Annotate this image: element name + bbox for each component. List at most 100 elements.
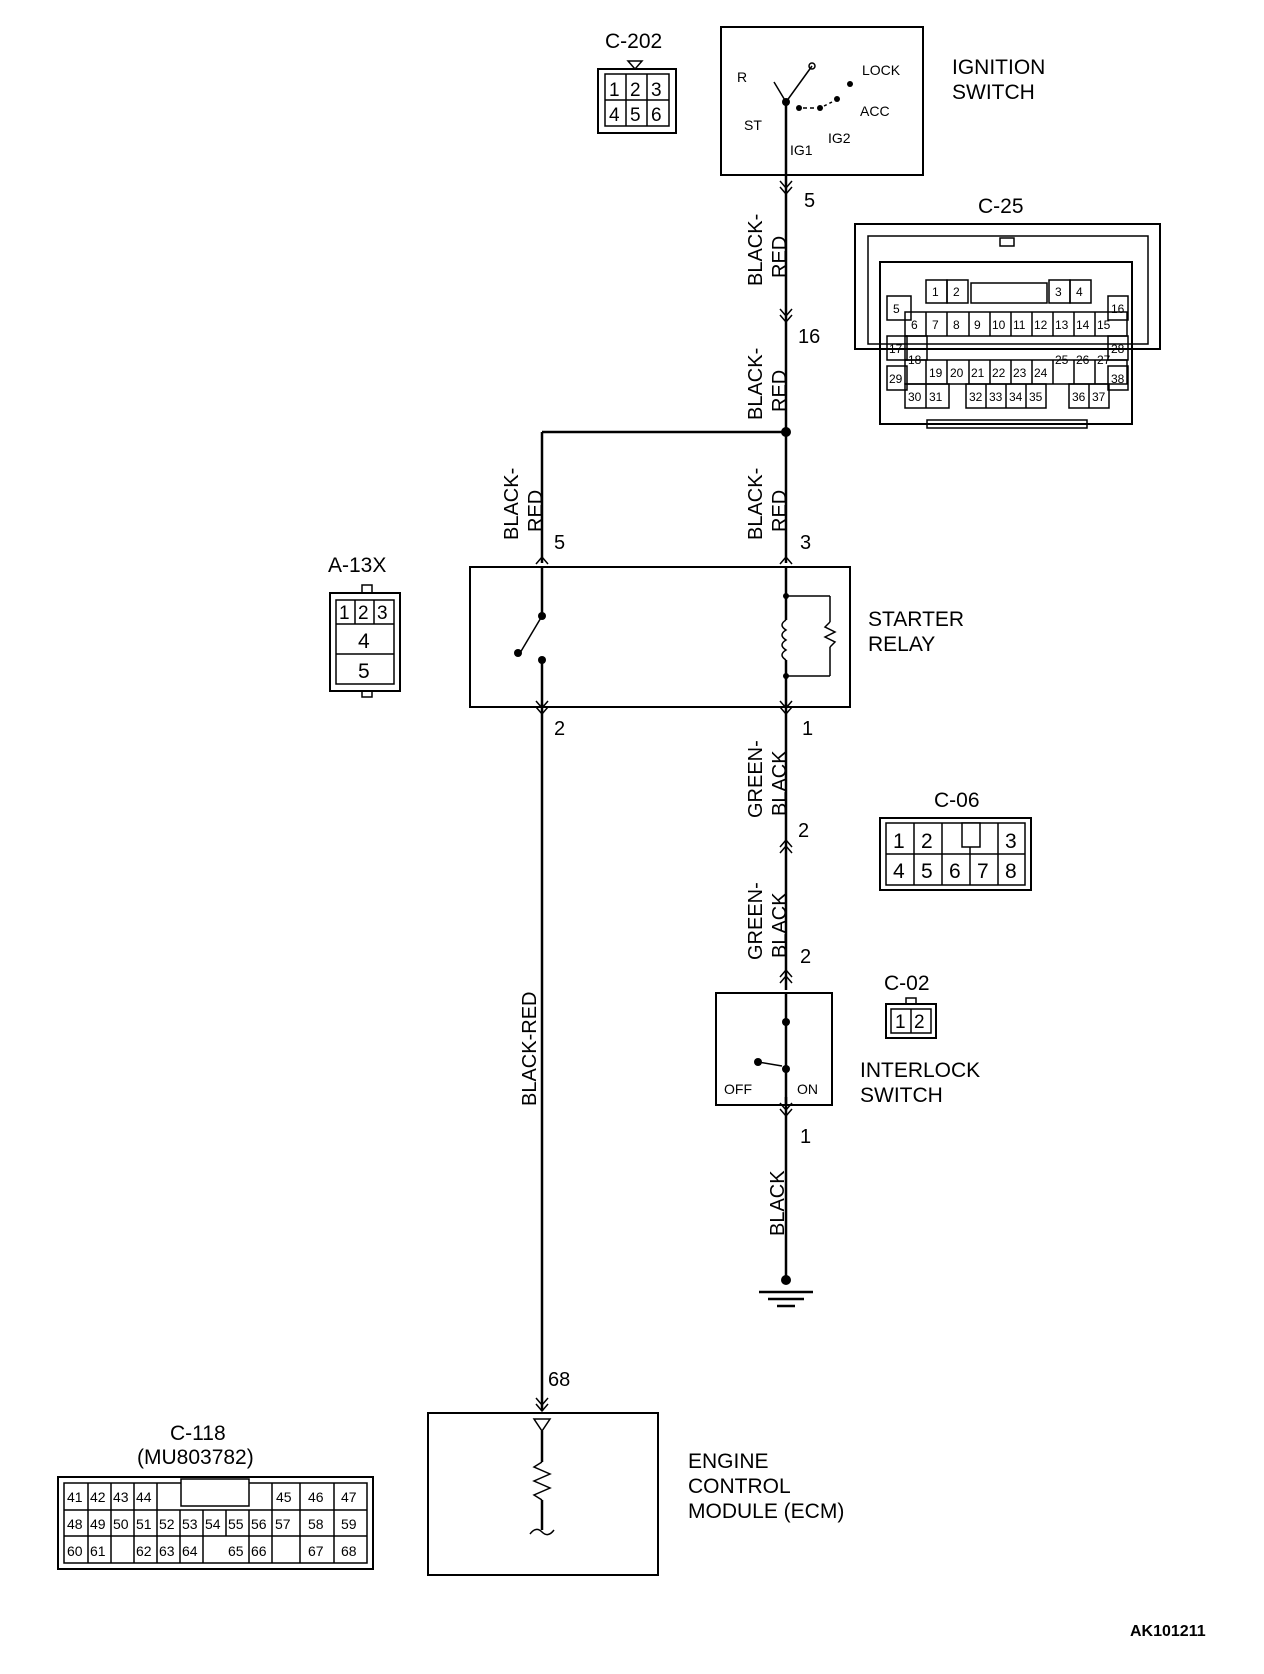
ignition-pos-acc: ACC bbox=[860, 103, 890, 119]
connector-c118: C-118 (MU803782) 41 42 43 44 45 46 47 bbox=[57, 1422, 374, 1570]
c118-grid-lines bbox=[87, 1483, 335, 1563]
c25-pin: 34 bbox=[1009, 390, 1023, 404]
c25-pin: 33 bbox=[989, 390, 1003, 404]
ignition-pos-ig2: IG2 bbox=[828, 130, 851, 146]
c118-pin: 52 bbox=[159, 1516, 175, 1532]
c118-pin: 42 bbox=[90, 1489, 106, 1505]
figure-id: AK101211 bbox=[1130, 1623, 1206, 1640]
c25-pin: 7 bbox=[932, 318, 939, 332]
c118-pin: 45 bbox=[276, 1489, 292, 1505]
c118-pin: 68 bbox=[341, 1543, 357, 1559]
c118-pin: 58 bbox=[308, 1516, 324, 1532]
c118-pin: 50 bbox=[113, 1516, 129, 1532]
connector-a13x: A-13X 1 2 3 4 5 bbox=[328, 554, 401, 698]
ignition-pos-ig1: IG1 bbox=[790, 142, 813, 158]
wire-color-4a: BLACK- bbox=[501, 468, 523, 540]
c118-pin: 41 bbox=[67, 1489, 83, 1505]
pin-ign-out: 5 bbox=[804, 190, 815, 212]
c25-pin: 24 bbox=[1034, 366, 1048, 380]
c118-pin: 46 bbox=[308, 1489, 324, 1505]
wire-color-1b: RED bbox=[769, 236, 791, 278]
c25-pin: 6 bbox=[911, 318, 918, 332]
pin-interlock-2: 2 bbox=[800, 946, 811, 968]
wire-color-3b: RED bbox=[769, 490, 791, 532]
c06-pin: 3 bbox=[1005, 830, 1017, 853]
c118-pin: 60 bbox=[67, 1543, 83, 1559]
wire-color-1a: BLACK- bbox=[745, 214, 767, 286]
interlock-switch: OFF ON INTERLOCK SWITCH bbox=[715, 992, 980, 1107]
connector-c02-label: C-02 bbox=[884, 972, 930, 995]
c25-pin: 21 bbox=[971, 366, 985, 380]
ecm-name-2: CONTROL bbox=[688, 1475, 791, 1498]
ecm-name-1: ENGINE bbox=[688, 1450, 769, 1473]
c25-pin: 11 bbox=[1013, 318, 1026, 332]
c25-pin: 3 bbox=[1055, 285, 1062, 299]
c25-pin: 36 bbox=[1072, 390, 1086, 404]
c118-pin: 55 bbox=[228, 1516, 244, 1532]
connector-a13x-label: A-13X bbox=[328, 554, 386, 577]
pin-relay-2: 2 bbox=[554, 718, 565, 740]
wire-color-7: BLACK bbox=[767, 1170, 789, 1236]
c25-pin: 9 bbox=[974, 318, 981, 332]
pin-relay-5: 5 bbox=[554, 532, 565, 554]
c25-pin: 12 bbox=[1034, 318, 1048, 332]
c02-pin: 1 bbox=[895, 1012, 906, 1033]
c06-pin: 4 bbox=[893, 860, 905, 883]
pin-ecm-68: 68 bbox=[548, 1369, 570, 1391]
c25-pin: 22 bbox=[992, 366, 1006, 380]
a13x-pin: 5 bbox=[358, 660, 370, 683]
c25-pin: 18 bbox=[908, 353, 922, 367]
starter-relay-name-1: STARTER bbox=[868, 608, 964, 631]
connector-c02: C-02 1 2 bbox=[884, 972, 937, 1039]
c25-pin: 10 bbox=[992, 318, 1006, 332]
c118-pin: 43 bbox=[113, 1489, 129, 1505]
pin-relay-3: 3 bbox=[800, 532, 811, 554]
connector-c202: C-202 1 2 3 4 5 6 bbox=[597, 30, 677, 134]
c118-pin: 67 bbox=[308, 1543, 324, 1559]
c25-pin: 19 bbox=[929, 366, 943, 380]
pin-relay-1: 1 bbox=[802, 718, 813, 740]
wire-color-6a: GREEN- bbox=[745, 882, 767, 960]
connector-c118-label: C-118 bbox=[170, 1422, 226, 1445]
c25-pin: 8 bbox=[953, 318, 960, 332]
pin-c06-2: 2 bbox=[798, 820, 809, 842]
c118-pin: 53 bbox=[182, 1516, 198, 1532]
ignition-switch-name-1: IGNITION bbox=[952, 56, 1045, 79]
c25-pin: 1 bbox=[932, 285, 939, 299]
c25-pin: 30 bbox=[908, 390, 922, 404]
connector-c25: C-25 bbox=[854, 195, 1161, 429]
c202-pin: 5 bbox=[630, 105, 641, 126]
c118-pin: 63 bbox=[159, 1543, 175, 1559]
c25-pin: 16 bbox=[1111, 302, 1125, 316]
ignition-pos-r: R bbox=[737, 69, 747, 85]
wire-color-2b: RED bbox=[769, 370, 791, 412]
c118-pin: 59 bbox=[341, 1516, 357, 1532]
c06-pin: 5 bbox=[921, 860, 933, 883]
a13x-pin: 1 bbox=[339, 603, 350, 624]
c118-pin: 62 bbox=[136, 1543, 152, 1559]
connector-c118-part: (MU803782) bbox=[137, 1446, 254, 1469]
c25-pin: 31 bbox=[929, 390, 943, 404]
c118-pin: 64 bbox=[182, 1543, 198, 1559]
c25-pin: 32 bbox=[969, 390, 983, 404]
connector-c06: C-06 1 2 3 4 5 6 7 8 bbox=[879, 789, 1032, 891]
interlock-switch-name-2: SWITCH bbox=[860, 1084, 943, 1107]
c118-pin: 49 bbox=[90, 1516, 106, 1532]
ignition-switch: R LOCK ACC ST IG1 IG2 IGNITION SWITCH bbox=[720, 26, 1045, 176]
ecm-name-3: MODULE (ECM) bbox=[688, 1500, 844, 1523]
wire-color-4b: RED bbox=[525, 490, 547, 532]
wiring: 5 16 5 3 2 1 2 2 1 68 BLACK- RED BLACK- … bbox=[501, 175, 820, 1413]
c202-pin: 2 bbox=[630, 80, 641, 101]
c25-pin: 37 bbox=[1092, 390, 1106, 404]
wire-color-8: BLACK-RED bbox=[519, 992, 541, 1106]
c118-pin: 57 bbox=[275, 1516, 291, 1532]
c02-pin: 2 bbox=[914, 1012, 925, 1033]
wire-color-3a: BLACK- bbox=[745, 468, 767, 540]
a13x-pin: 2 bbox=[358, 603, 369, 624]
c118-pin: 54 bbox=[205, 1516, 221, 1532]
c202-pin: 3 bbox=[651, 80, 662, 101]
c25-pin: 23 bbox=[1013, 366, 1027, 380]
connector-c202-label: C-202 bbox=[605, 30, 662, 53]
c25-pin: 38 bbox=[1111, 372, 1125, 386]
